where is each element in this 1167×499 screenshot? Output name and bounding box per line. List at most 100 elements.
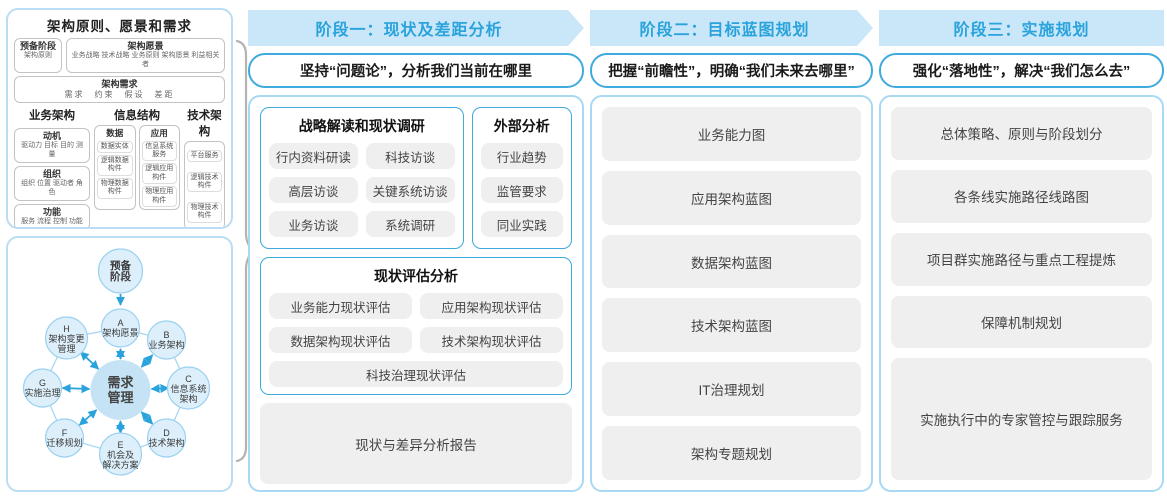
strategy-survey-title: 战略解读和现状调研 bbox=[298, 118, 425, 134]
framework-row-vision: 预备阶段 架构原则 架构愿景 业务战略 技术战略 业务原则 架构愿景 利益相关者 bbox=[14, 38, 225, 73]
phase-1-header: 阶段一：现状及差距分析 bbox=[248, 10, 584, 46]
architecture-requirements-box: 架构需求 需求 约束 假设 差距 bbox=[14, 75, 225, 103]
motivation-sub: 驱动力 目标 目的 测量 bbox=[21, 142, 83, 158]
prep-phase-sub: 架构原则 bbox=[24, 52, 52, 60]
prep-phase-title: 预备阶段 bbox=[19, 41, 56, 51]
requirements-hub-label: 需求管理 bbox=[107, 375, 134, 405]
phase-3-item: 实施执行中的专家管控与跟踪服务 bbox=[891, 358, 1152, 481]
phase-3-item: 保障机制规划 bbox=[891, 295, 1152, 349]
phase-3-subtitle: 强化“落地性”，解决“我们怎么去” bbox=[879, 53, 1164, 88]
architecture-vision-box: 架构愿景 业务战略 技术战略 业务原则 架构愿景 利益相关者 bbox=[66, 38, 225, 73]
prep-phase-circle bbox=[97, 248, 144, 294]
organization-title: 组织 bbox=[42, 168, 61, 179]
node-e-circle bbox=[98, 432, 143, 476]
technology-box: 平台服务 逻辑技术构件 物理技术构件 bbox=[184, 141, 225, 227]
technology-item: 平台服务 bbox=[187, 149, 222, 163]
application-item: 信息系统服务 bbox=[141, 140, 177, 162]
survey-item: 系统调研 bbox=[365, 211, 455, 237]
requirements-hub-circle bbox=[90, 360, 151, 420]
node-f-circle bbox=[44, 418, 85, 458]
phase-2-item: 应用架构蓝图 bbox=[602, 170, 861, 225]
application-subcolumn: 应用 信息系统服务 逻辑应用构件 物理应用构件 bbox=[138, 125, 180, 210]
external-item: 监管要求 bbox=[480, 177, 563, 203]
node-c-circle bbox=[166, 366, 211, 410]
architecture-requirements-title: 架构需求 bbox=[101, 78, 138, 89]
phase-2-header: 阶段二：目标蓝图规划 bbox=[590, 10, 873, 46]
technology-architecture-column: 技术架构 平台服务 逻辑技术构件 物理技术构件 bbox=[184, 107, 225, 227]
assessment-item: 科技治理现状评估 bbox=[269, 361, 563, 387]
node-g-circle bbox=[22, 368, 63, 408]
node-a-circle bbox=[100, 308, 141, 348]
phase-3-item: 总体策略、原则与阶段划分 bbox=[891, 107, 1152, 160]
phase-2-body: 业务能力图 应用架构蓝图 数据架构蓝图 技术架构蓝图 IT治理规划 架构专题规划 bbox=[590, 95, 873, 492]
survey-item: 科技访谈 bbox=[365, 143, 455, 169]
phase-1-body: 战略解读和现状调研 行内资料研读 科技访谈 高层访谈 关键系统访谈 业务访谈 系… bbox=[248, 95, 584, 492]
phase-1-column: 阶段一：现状及差距分析 坚持“问题论”，分析我们当前在哪里 战略解读和现状调研 … bbox=[248, 10, 584, 492]
assessment-item: 技术架构现状评估 bbox=[420, 327, 563, 353]
phase-2-item: 数据架构蓝图 bbox=[602, 234, 861, 289]
architecture-framework-panel: 架构原则、愿景和需求 预备阶段 架构原则 架构愿景 业务战略 技术战略 业务原则… bbox=[6, 8, 233, 229]
framework-columns: 业务架构 动机 驱动力 目标 目的 测量 组织 组织 位置 驱动者 角色 功能 … bbox=[14, 107, 225, 227]
data-item: 逻辑数据构件 bbox=[97, 155, 133, 176]
phase-1-subtitle: 坚持“问题论”，分析我们当前在哪里 bbox=[248, 53, 584, 88]
assessment-item: 数据架构现状评估 bbox=[269, 327, 412, 353]
phase-2-item: IT治理规划 bbox=[602, 362, 861, 417]
strategy-survey-box: 战略解读和现状调研 行内资料研读 科技访谈 高层访谈 关键系统访谈 业务访谈 系… bbox=[260, 107, 464, 249]
phase-2-column: 阶段二：目标蓝图规划 把握“前瞻性”，明确“我们未来去哪里” 业务能力图 应用架… bbox=[590, 10, 873, 492]
data-item: 数据实体 bbox=[97, 140, 133, 154]
technology-architecture-header: 技术架构 bbox=[187, 110, 222, 138]
survey-item: 关键系统访谈 bbox=[365, 177, 455, 203]
node-b-circle bbox=[146, 320, 187, 360]
motivation-box: 动机 驱动力 目标 目的 测量 bbox=[14, 128, 90, 163]
external-analysis-box: 外部分析 行业趋势 监管要求 同业实践 bbox=[471, 107, 572, 249]
external-item: 同业实践 bbox=[480, 211, 563, 237]
technology-item: 逻辑技术构件 bbox=[187, 171, 222, 193]
business-architecture-header: 业务架构 bbox=[29, 110, 75, 122]
prep-phase-label: 预备阶段 bbox=[110, 259, 131, 283]
organization-sub: 组织 位置 驱动者 角色 bbox=[21, 180, 83, 196]
data-subcolumn-title: 数据 bbox=[106, 128, 124, 138]
information-structure-column: 信息结构 数据 数据实体 逻辑数据构件 物理数据构件 应用 信息系统服务 逻辑应… bbox=[94, 107, 180, 227]
gap-analysis-report-box: 现状与差异分析报告 bbox=[260, 403, 572, 484]
function-sub: 服务 流程 控制 功能 bbox=[21, 217, 83, 225]
survey-item: 业务访谈 bbox=[269, 211, 358, 237]
phase-2-item: 架构专题规划 bbox=[602, 426, 861, 480]
phase-2-item: 技术架构蓝图 bbox=[602, 298, 861, 353]
phase-2-item: 业务能力图 bbox=[602, 107, 861, 161]
node-h-circle bbox=[44, 316, 89, 360]
application-subcolumn-title: 应用 bbox=[150, 128, 168, 138]
phase-3-header: 阶段三：实施规划 bbox=[879, 10, 1164, 46]
function-box: 功能 服务 流程 控制 功能 bbox=[14, 203, 90, 227]
survey-item: 行内资料研读 bbox=[269, 143, 358, 169]
function-title: 功能 bbox=[42, 206, 61, 217]
phase-3-item: 各条线实施路径线路图 bbox=[891, 169, 1152, 223]
assessment-item: 应用架构现状评估 bbox=[420, 293, 563, 319]
hub-arrows bbox=[61, 348, 170, 434]
survey-item: 高层访谈 bbox=[269, 177, 358, 203]
external-item: 行业趋势 bbox=[480, 143, 563, 169]
phase-3-body: 总体策略、原则与阶段划分 各条线实施路径线路图 项目群实施路径与重点工程提炼 保… bbox=[879, 95, 1164, 492]
technology-item: 物理技术构件 bbox=[187, 201, 222, 223]
business-architecture-column: 业务架构 动机 驱动力 目标 目的 测量 组织 组织 位置 驱动者 角色 功能 … bbox=[14, 107, 90, 227]
application-item: 逻辑应用构件 bbox=[141, 163, 177, 185]
information-structure-header: 信息结构 bbox=[114, 110, 160, 122]
assessment-title: 现状评估分析 bbox=[374, 268, 458, 284]
data-item: 物理数据构件 bbox=[97, 177, 133, 199]
architecture-vision-title: 架构愿景 bbox=[127, 41, 164, 51]
organization-box: 组织 组织 位置 驱动者 角色 bbox=[14, 165, 90, 201]
external-analysis-title: 外部分析 bbox=[493, 118, 550, 134]
assessment-item: 业务能力现状评估 bbox=[269, 293, 412, 319]
phase-3-column: 阶段三：实施规划 强化“落地性”，解决“我们怎么去” 总体策略、原则与阶段划分 … bbox=[879, 10, 1164, 492]
architecture-requirements-sub: 需求 约束 假设 差距 bbox=[64, 90, 175, 99]
framework-title: 架构原则、愿景和需求 bbox=[47, 19, 192, 34]
